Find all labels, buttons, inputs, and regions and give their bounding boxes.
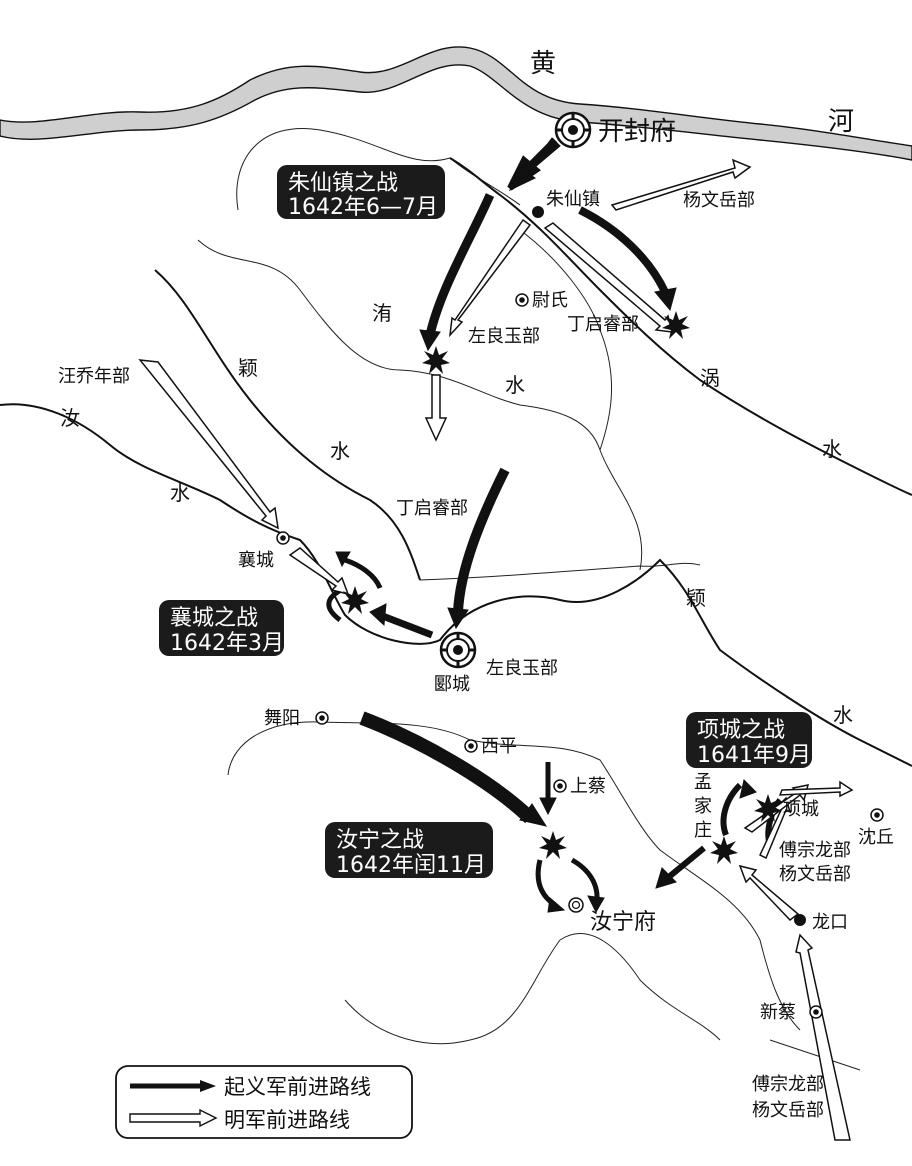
unit-fuzonglong-bottom-2: 杨文岳部 (752, 1100, 824, 1121)
battle-xiangcheng-title: 襄城之战 (170, 606, 258, 631)
xiangcheng-city-icon (276, 531, 290, 545)
unit-zuoliangyu-top: 左良玉部 (468, 326, 540, 347)
river-label-huang-2: 河 (828, 107, 854, 137)
place-xiangcheng-w: 襄城 (238, 550, 274, 571)
river-label-ying2-2: 水 (833, 703, 853, 727)
river-label-wo-2: 水 (822, 437, 842, 461)
place-wuyang: 舞阳 (264, 708, 300, 729)
place-kaifeng: 开封府 (598, 117, 676, 147)
battle-box-xiangcheng: 襄城之战 1642年3月 (159, 600, 284, 656)
place-runingfu: 汝宁府 (590, 910, 656, 935)
battle-zhuxianzhen-date: 1642年6—7月 (288, 195, 438, 220)
xiping-city-icon (464, 739, 478, 753)
place-shenqiu: 沈丘 (858, 827, 894, 848)
battle-box-runing: 汝宁之战 1642年闰11月 (325, 822, 493, 878)
battle-zhuxianzhen-title: 朱仙镇之战 (288, 171, 398, 196)
ming-arrow-icon (129, 1108, 218, 1128)
battle-xiangcheng-e-title: 项城之战 (697, 718, 785, 743)
unit-yangwenyue-top: 杨文岳部 (683, 190, 755, 211)
legend-rebel: 起义军前进路线 (224, 1075, 371, 1099)
unit-dingqirui-top: 丁启睿部 (567, 314, 639, 335)
place-xiangcheng-e: 项城 (783, 799, 819, 820)
place-mengjiazhuang-2: 家 (694, 796, 712, 817)
river-label-wei-1: 洧 (372, 301, 392, 325)
river-label-huang-1: 黄 (530, 49, 556, 79)
weishi-city-icon (515, 293, 529, 307)
unit-zuoliangyu-mid: 左良玉部 (486, 658, 558, 679)
xincai-city-icon (809, 1005, 823, 1019)
river-label-ru-2: 水 (170, 481, 190, 505)
boundaries (197, 128, 861, 1071)
place-mengjiazhuang-1: 孟 (694, 772, 712, 793)
river-label-ying2-1: 颖 (686, 586, 706, 610)
rebel-arrow-icon (200, 1080, 216, 1092)
unit-dingqirui-mid: 丁启睿部 (396, 498, 468, 519)
shenqiu-city-icon (870, 808, 884, 822)
zhuxianzhen-dot-icon (532, 206, 544, 218)
battle-runing-date: 1642年闰11月 (336, 853, 486, 878)
battle-box-xiangcheng-e: 项城之战 1641年9月 (686, 712, 812, 768)
river-label-ru-1: 汝 (60, 406, 80, 430)
unit-fuzonglong-mid-2: 杨文岳部 (779, 864, 851, 885)
place-longkou: 龙口 (812, 912, 848, 933)
place-mengjiazhuang-3: 庄 (694, 820, 712, 841)
longkou-dot-icon (794, 914, 806, 926)
battle-xiangcheng-e-date: 1641年9月 (697, 743, 811, 768)
rivers (0, 157, 912, 767)
wuyang-city-icon (315, 711, 329, 725)
unit-fuzonglong-bottom-1: 傅宗龙部 (752, 1074, 824, 1095)
place-weishi: 尉氏 (532, 290, 568, 311)
shangcai-city-icon (553, 779, 567, 793)
rebel-routes (326, 137, 783, 914)
legend: 起义军前进路线 明军前进路线 (115, 1065, 413, 1139)
place-yancheng: 郾城 (434, 674, 470, 695)
place-xincai: 新蔡 (760, 1002, 796, 1023)
unit-wangqiaonian: 汪乔年部 (58, 366, 130, 387)
yancheng-capital-icon (439, 631, 477, 669)
legend-ming: 明军前进路线 (224, 1108, 350, 1132)
river-label-wo-1: 涡 (700, 366, 720, 390)
battle-runing-title: 汝宁之战 (336, 828, 424, 853)
place-zhuxianzhen: 朱仙镇 (546, 189, 600, 210)
place-shangcai: 上蔡 (570, 776, 606, 797)
battle-box-zhuxianzhen: 朱仙镇之战 1642年6—7月 (277, 165, 445, 220)
river-label-ying-2: 水 (330, 439, 350, 463)
river-label-ying-1: 颖 (238, 356, 258, 380)
kaifeng-capital-icon (554, 111, 592, 149)
battle-xiangcheng-date: 1642年3月 (170, 631, 284, 656)
unit-fuzonglong-mid-1: 傅宗龙部 (779, 840, 851, 861)
river-label-wei-2: 水 (505, 373, 525, 397)
place-xiping: 西平 (481, 736, 517, 757)
yellow-river (0, 46, 912, 161)
